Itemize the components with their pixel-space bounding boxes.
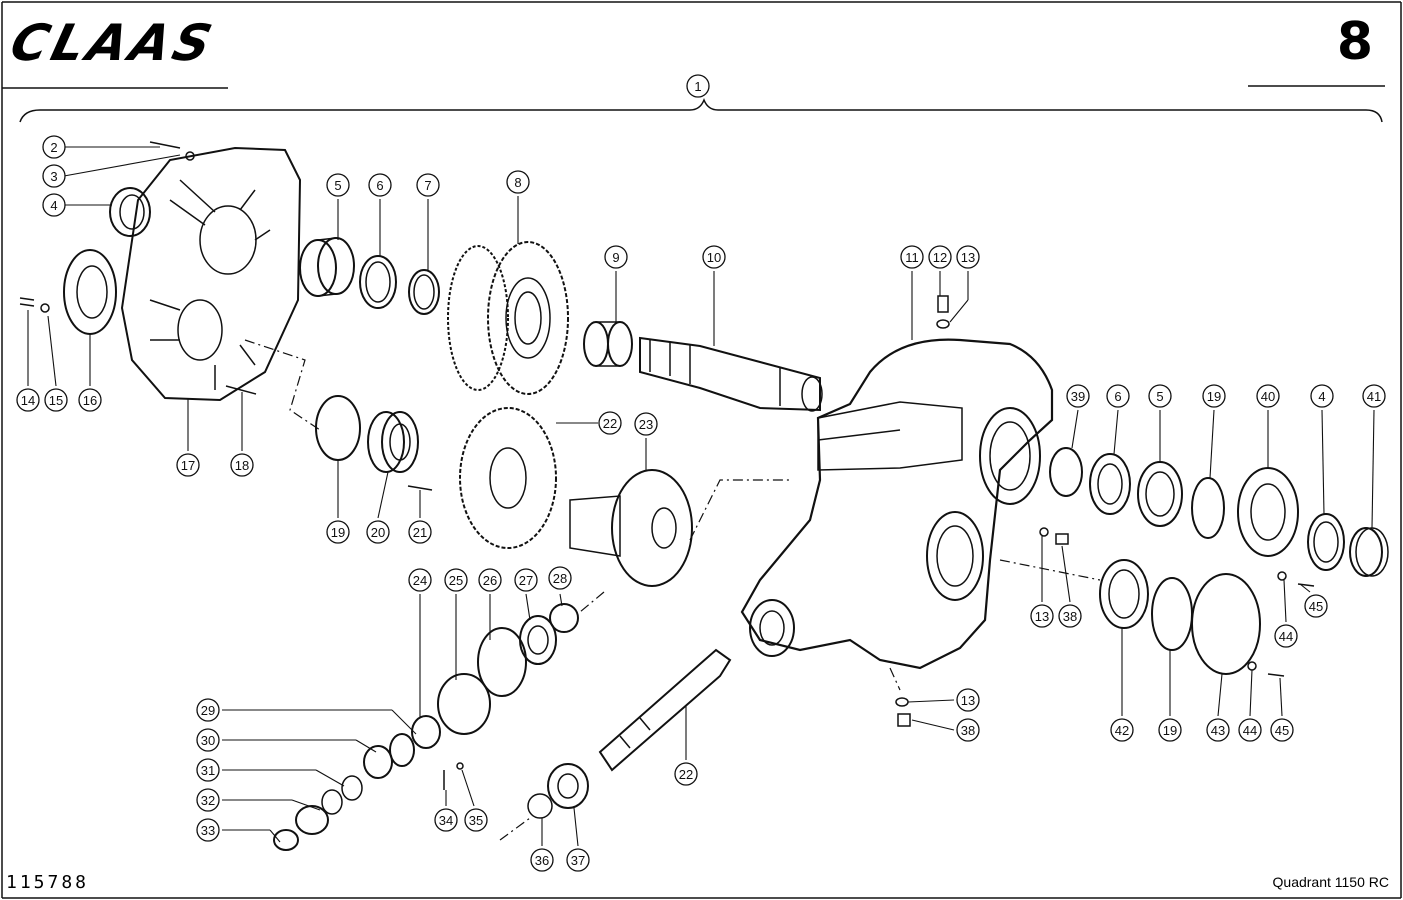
callout-26: 26 — [483, 573, 497, 588]
callout-3: 3 — [50, 169, 57, 184]
callout-23: 23 — [639, 417, 653, 432]
callout-39: 39 — [1071, 389, 1085, 404]
callout-19-lower: 19 — [1163, 723, 1177, 738]
callout-13-mid: 13 — [1035, 609, 1049, 624]
callout-32: 32 — [201, 793, 215, 808]
leader-lines — [27, 146, 1375, 847]
callout-41: 41 — [1367, 389, 1381, 404]
drawing-number: 115788 — [6, 872, 90, 893]
callout-12: 12 — [933, 250, 947, 265]
callout-19-right: 19 — [1207, 389, 1221, 404]
plugs-13-38-lower — [895, 697, 911, 727]
callout-9: 9 — [612, 250, 619, 265]
lower-left-bearing-set — [273, 603, 579, 851]
callout-6-right: 6 — [1114, 389, 1121, 404]
ring-4-left — [109, 187, 151, 237]
drive-shaft-22-lower — [527, 648, 732, 819]
right-bearing-stack — [1049, 447, 1389, 577]
callout-17: 17 — [181, 458, 195, 473]
bearing-19-20-mid — [315, 395, 433, 491]
splined-shaft-10 — [639, 336, 823, 412]
callout-11: 11 — [905, 250, 919, 265]
callout-44-upper: 44 — [1279, 629, 1293, 644]
callout-7: 7 — [424, 178, 431, 193]
callout-4: 4 — [50, 198, 57, 213]
callout-balloons — [16, 74, 1386, 872]
callout-2: 2 — [50, 140, 57, 155]
ring-gear-22 — [459, 407, 557, 549]
callout-44-lower: 44 — [1243, 723, 1257, 738]
callout-29: 29 — [201, 703, 215, 718]
callout-45-lower: 45 — [1275, 723, 1289, 738]
callout-13: 13 — [961, 250, 975, 265]
model-name: Quadrant 1150 RC — [1272, 874, 1389, 890]
callout-16: 16 — [83, 393, 97, 408]
callout-4-right: 4 — [1318, 389, 1325, 404]
callout-37: 37 — [571, 853, 585, 868]
callout-numbers: 1 2 3 4 5 6 7 8 9 10 11 12 13 14 15 16 1… — [21, 79, 1381, 868]
fitting-12-13-top — [936, 295, 950, 329]
pinion-23 — [569, 469, 693, 587]
callout-35: 35 — [469, 813, 483, 828]
callout-34: 34 — [439, 813, 453, 828]
callout-15: 15 — [49, 393, 63, 408]
callout-10: 10 — [707, 250, 721, 265]
callout-25: 25 — [449, 573, 463, 588]
callout-18: 18 — [235, 458, 249, 473]
callout-33: 33 — [201, 823, 215, 838]
callout-45-upper: 45 — [1309, 599, 1323, 614]
callout-14: 14 — [21, 393, 35, 408]
lower-right-covers — [1039, 527, 1315, 677]
callout-38-mid: 38 — [1063, 609, 1077, 624]
callout-43: 43 — [1211, 723, 1225, 738]
callout-22: 22 — [603, 416, 617, 431]
dash-dot-axes — [244, 339, 1101, 841]
small-fasteners-left — [19, 141, 257, 395]
callout-20: 20 — [371, 525, 385, 540]
rings-6-7-top — [359, 255, 440, 315]
callout-1: 1 — [694, 79, 701, 94]
gearbox-cover — [120, 146, 302, 402]
callout-24: 24 — [413, 573, 427, 588]
callout-21: 21 — [413, 525, 427, 540]
callout-19: 19 — [331, 525, 345, 540]
callout-36: 36 — [535, 853, 549, 868]
bearing-5-top — [299, 237, 355, 297]
callout-42: 42 — [1115, 723, 1129, 738]
callout-5-right: 5 — [1156, 389, 1163, 404]
assembly-bracket — [19, 97, 1383, 123]
callout-28: 28 — [553, 571, 567, 586]
callout-6: 6 — [376, 178, 383, 193]
callout-27: 27 — [519, 573, 533, 588]
bushing-9 — [583, 321, 633, 367]
callout-22-lower: 22 — [679, 767, 693, 782]
main-housing-11 — [740, 338, 1054, 670]
page-number: 8 — [1336, 12, 1373, 72]
spur-gear-8 — [447, 241, 569, 395]
callout-8: 8 — [514, 175, 521, 190]
callout-30: 30 — [201, 733, 215, 748]
callout-5: 5 — [334, 178, 341, 193]
callout-13-lower: 13 — [961, 693, 975, 708]
seal-cover-16 — [63, 249, 117, 335]
callout-40: 40 — [1261, 389, 1275, 404]
callout-38-lower: 38 — [961, 723, 975, 738]
callout-31: 31 — [201, 763, 215, 778]
